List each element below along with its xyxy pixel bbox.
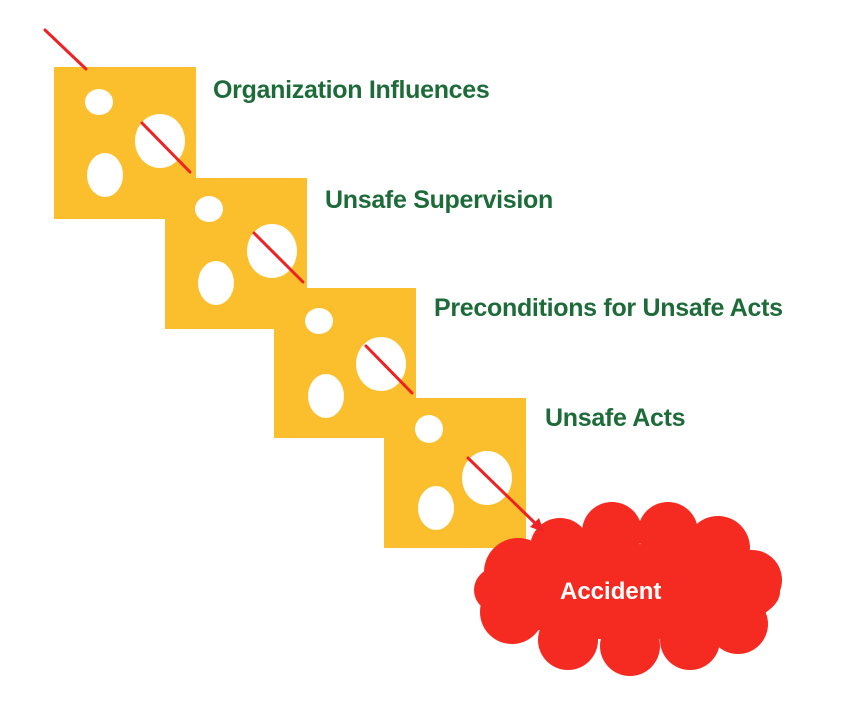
cloud-puff: [660, 610, 720, 670]
slice-hole: [415, 415, 443, 443]
slice-hole: [356, 337, 406, 391]
slice-hole: [308, 374, 344, 418]
cloud-puff: [708, 594, 768, 654]
cheese-slice-unsafe-acts: [384, 398, 526, 548]
slice-hole: [85, 89, 113, 115]
hazard-trajectory: [43, 28, 538, 526]
trajectory-segment: [466, 456, 538, 526]
cloud-puff: [638, 502, 698, 562]
trajectory-segment: [140, 121, 192, 174]
layer-label-organization-influences: Organization Influences: [213, 76, 490, 104]
cloud-puff: [474, 568, 518, 612]
slice-hole: [418, 486, 454, 530]
layer-label-preconditions: Preconditions for Unsafe Acts: [434, 294, 783, 322]
layer-label-unsafe-supervision: Unsafe Supervision: [325, 186, 553, 214]
cloud-puff: [582, 502, 642, 562]
layer-label-unsafe-acts: Unsafe Acts: [545, 404, 686, 432]
accident-label: Accident: [560, 578, 662, 605]
trajectory-segment: [252, 231, 305, 284]
cloud-puff: [600, 616, 660, 676]
cloud-puff: [538, 610, 598, 670]
trajectory-segment: [43, 28, 88, 71]
trajectory-arrowhead: [530, 518, 544, 532]
slice-hole: [305, 308, 333, 334]
cloud-puff: [530, 518, 590, 578]
slice-hole: [87, 153, 123, 197]
slice-hole: [195, 196, 223, 222]
accident-cloud: [474, 502, 782, 676]
trajectory-segment: [364, 344, 414, 395]
slice-hole: [198, 261, 234, 305]
